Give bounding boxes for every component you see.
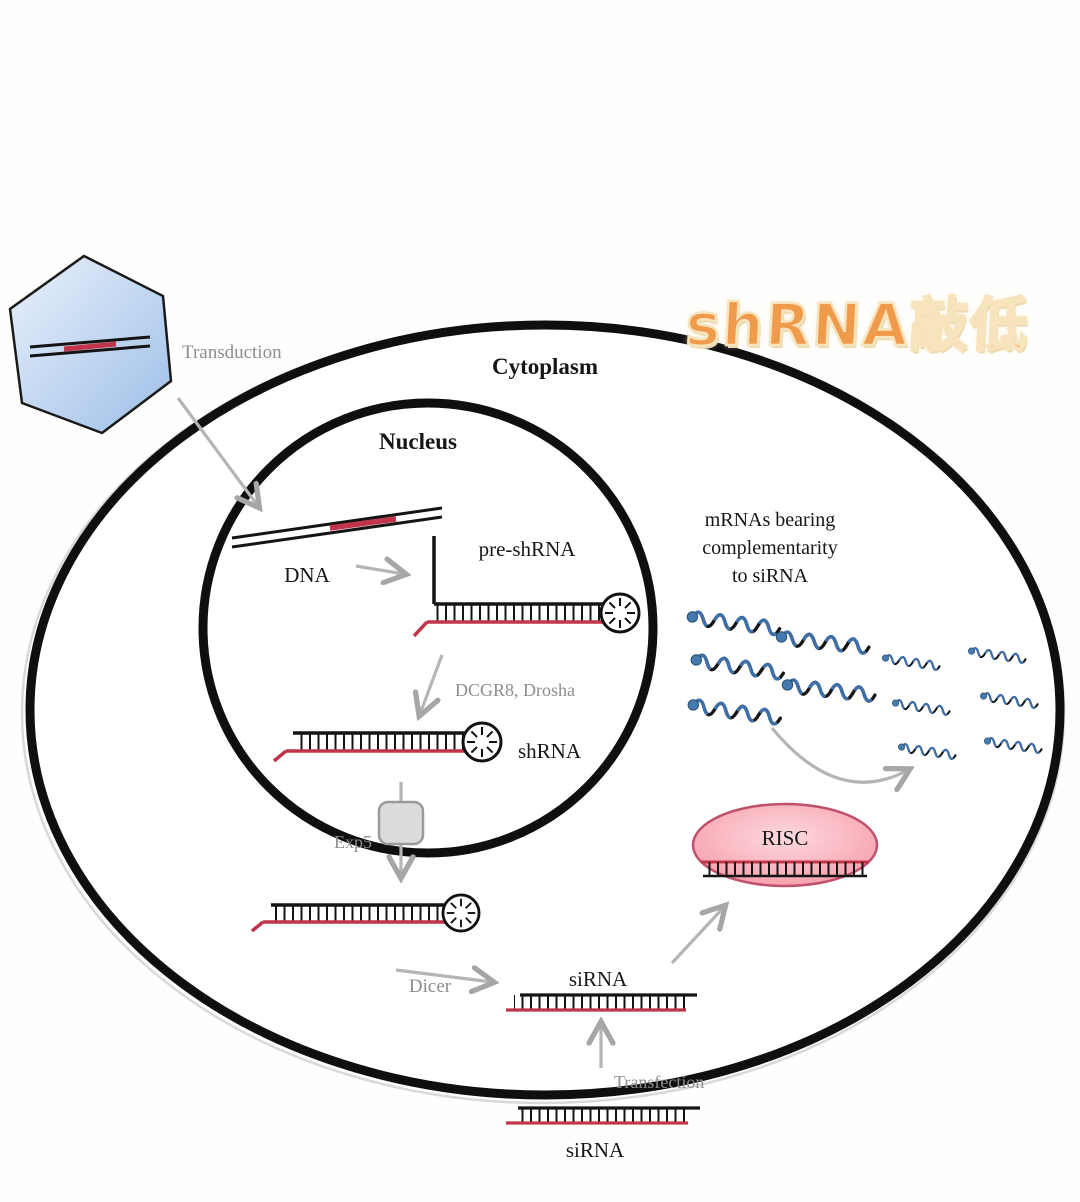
mrna-caption-line1: mRNAs bearing xyxy=(705,509,836,531)
nucleus-membrane xyxy=(198,398,658,858)
pre-shrna-label: pre-shRNA xyxy=(479,537,577,561)
pre-shrna-structure xyxy=(412,536,641,638)
sirna-bottom-label: siRNA xyxy=(566,1138,625,1162)
transduction-arrow xyxy=(176,397,258,506)
mrna-caption-line3: to siRNA xyxy=(732,565,809,587)
exp5-label: Exp5 xyxy=(334,832,372,852)
dicer-arrow xyxy=(395,970,492,982)
risc-complex xyxy=(691,802,879,888)
transfection-label: Transfection xyxy=(614,1072,704,1092)
mrna-caption: mRNAs bearing complementarity to siRNA xyxy=(702,509,838,587)
sirna-mid-structure xyxy=(506,993,697,1012)
shrna-structure xyxy=(272,721,503,763)
risc-label: RISC xyxy=(762,826,809,850)
drosha-label: DCGR8, Drosha xyxy=(455,680,575,700)
drosha-arrow xyxy=(420,654,444,714)
dna-to-preshrna-arrow xyxy=(355,566,404,574)
cytoplasm-label: Cytoplasm xyxy=(492,354,598,379)
degradation-arrow xyxy=(770,726,908,782)
nucleus-label: Nucleus xyxy=(379,429,457,454)
dna-structure xyxy=(231,506,443,549)
dna-label: DNA xyxy=(284,563,330,587)
virus-particle xyxy=(8,254,173,435)
sirna-mid-label: siRNA xyxy=(569,967,628,991)
cyto-shrna-structure xyxy=(250,893,481,933)
sirna-bottom-structure xyxy=(506,1106,700,1125)
shrna-label: shRNA xyxy=(518,739,582,763)
virus-dna xyxy=(29,335,151,358)
transduction-label: Transduction xyxy=(182,342,282,363)
dicer-label: Dicer xyxy=(409,976,452,997)
diagram-title: shRNA敲低 xyxy=(683,290,1033,361)
mrna-caption-line2: complementarity xyxy=(702,537,838,559)
sirna-to-risc-arrow xyxy=(670,907,724,965)
exp5-channel xyxy=(377,800,425,846)
